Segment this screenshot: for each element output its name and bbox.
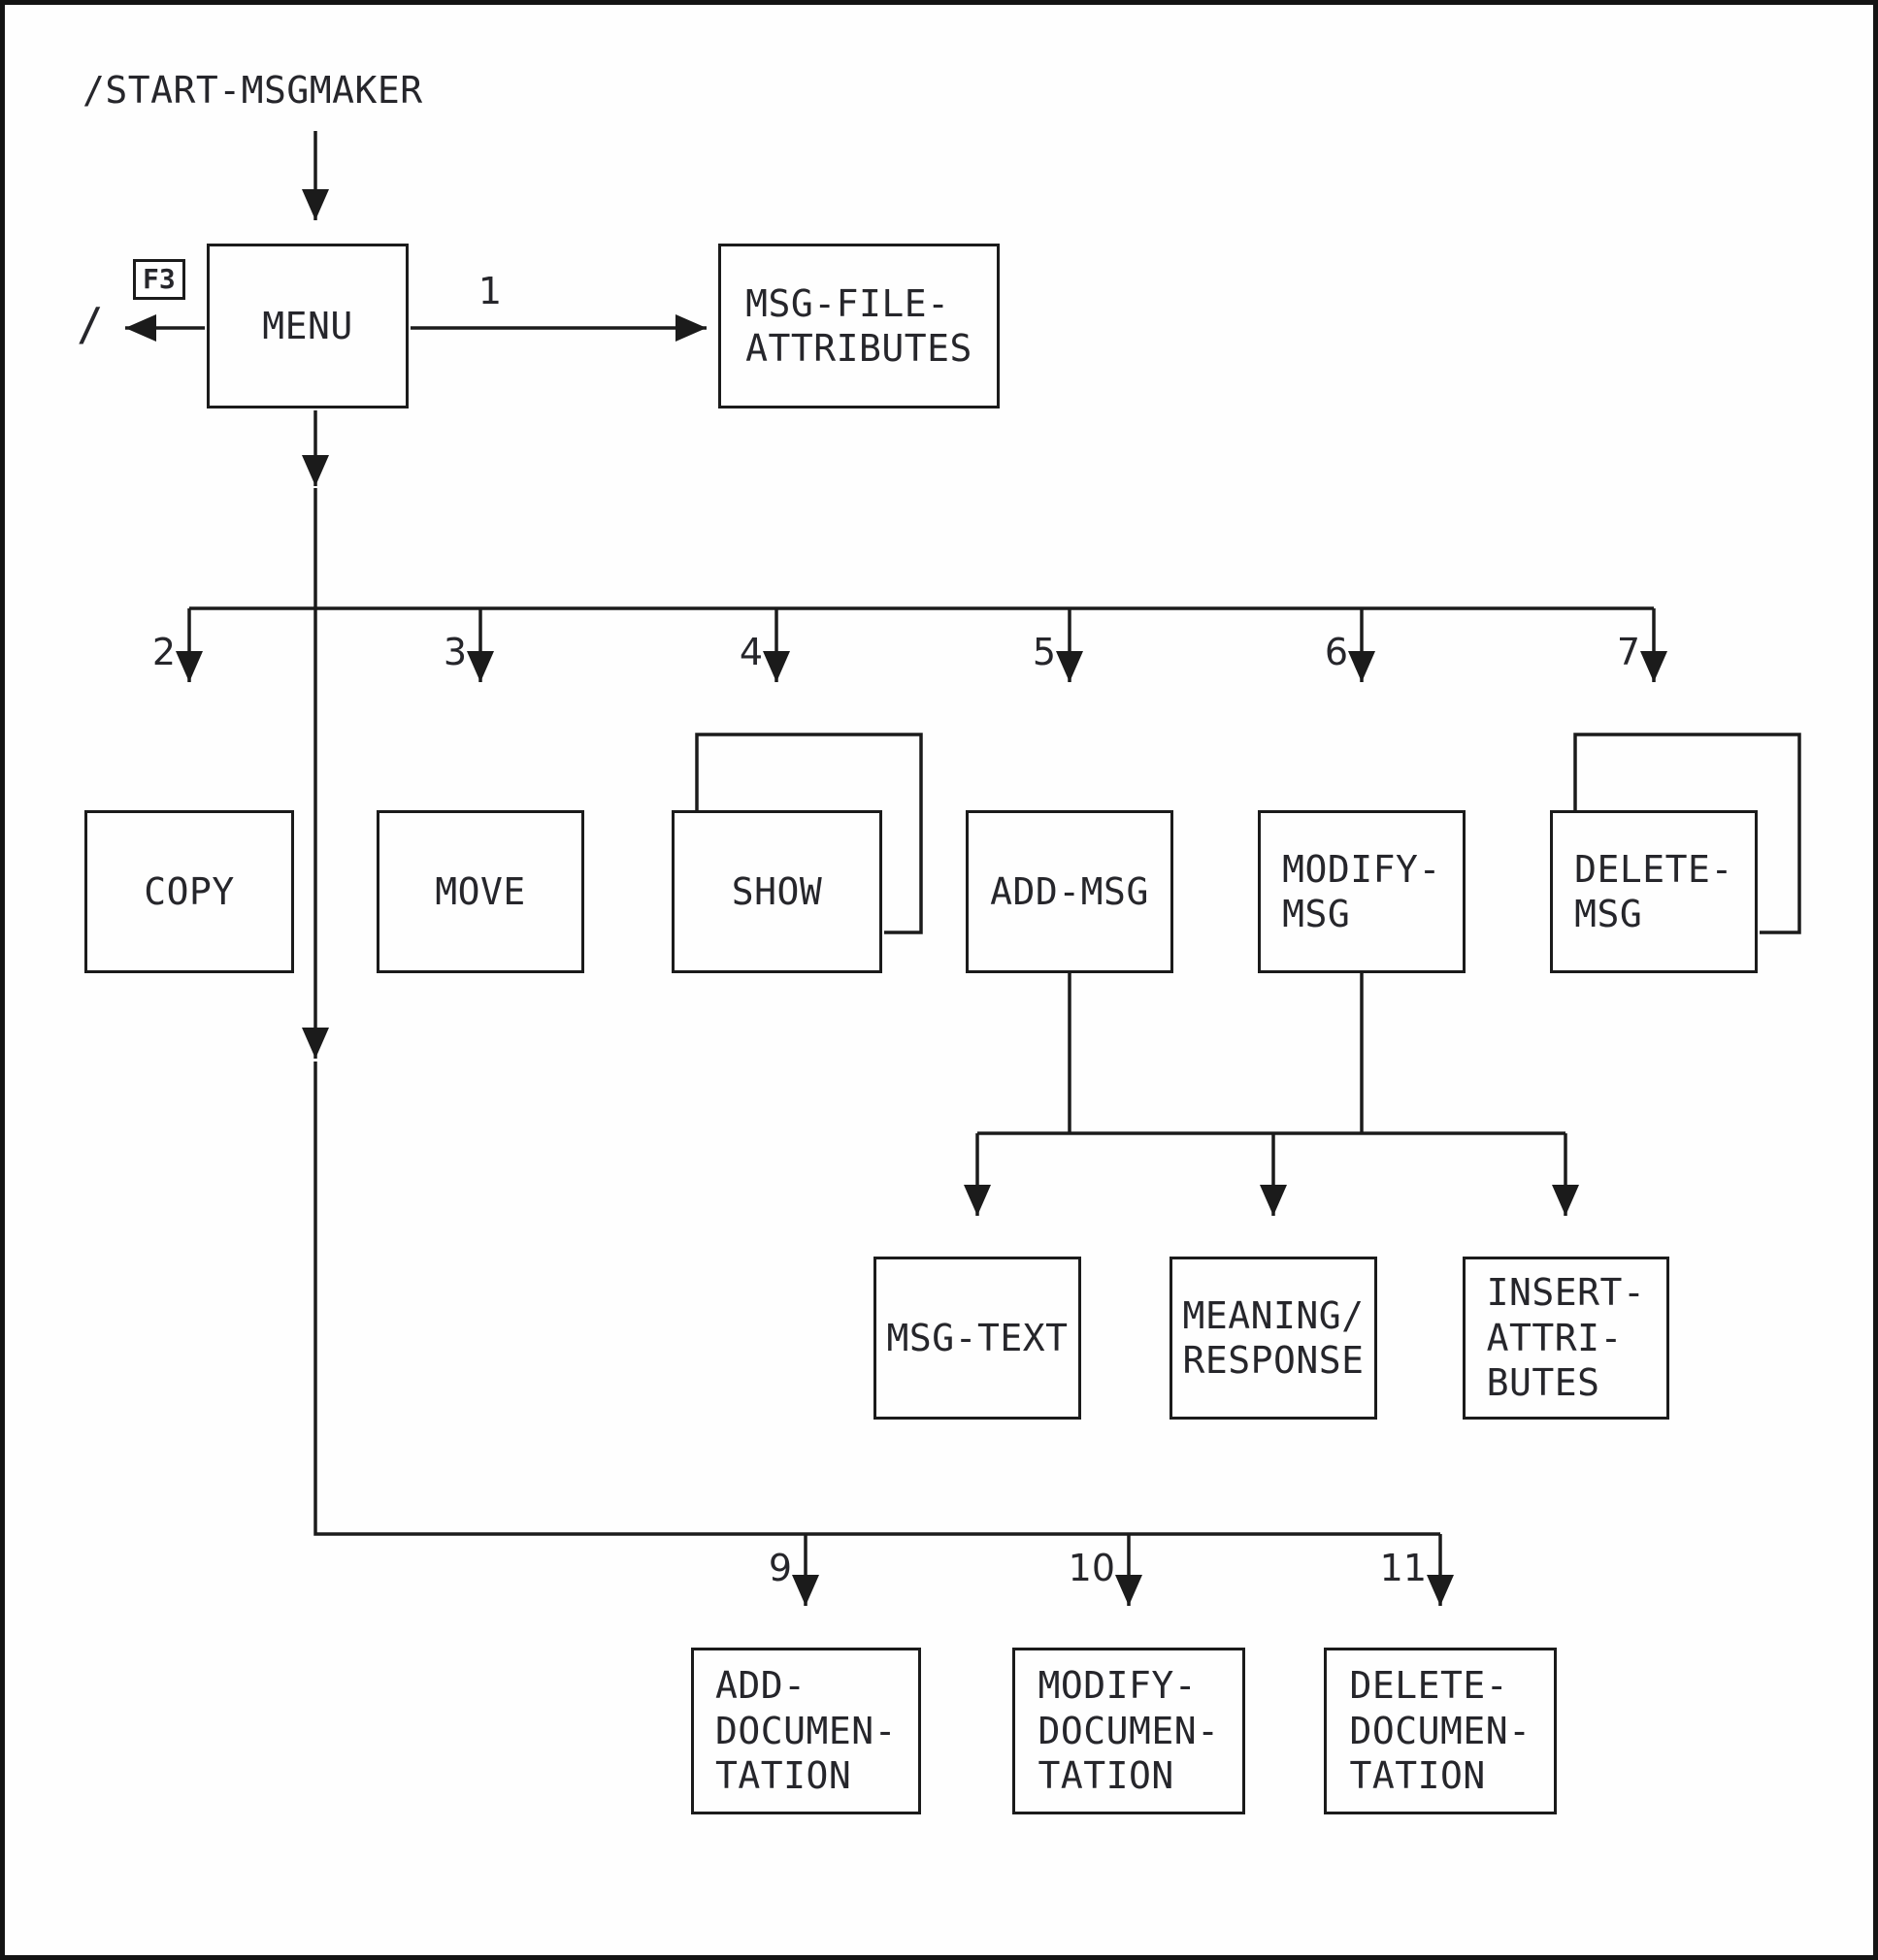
node-copy: COPY bbox=[84, 810, 294, 973]
connector-lines bbox=[125, 131, 1801, 1606]
node-move: MOVE bbox=[377, 810, 584, 973]
node-add-msg: ADD-MSG bbox=[966, 810, 1173, 973]
node-msg-text-label: MSG-TEXT bbox=[886, 1316, 1069, 1359]
node-show-label: SHOW bbox=[731, 869, 823, 913]
delete-msg-loop bbox=[1573, 733, 1801, 934]
branch-number-7: 7 bbox=[1616, 631, 1640, 673]
node-modify-msg: MODIFY- MSG bbox=[1258, 810, 1466, 973]
node-copy-label: COPY bbox=[144, 869, 235, 913]
node-move-label: MOVE bbox=[435, 869, 526, 913]
f3-key-badge: F3 bbox=[133, 259, 185, 300]
branch-number-3: 3 bbox=[443, 631, 467, 673]
branch-number-6: 6 bbox=[1324, 631, 1348, 673]
branch-number-2: 2 bbox=[151, 631, 176, 673]
node-delete-documentation: DELETE- DOCUMEN- TATION bbox=[1324, 1648, 1557, 1814]
node-add-msg-label: ADD-MSG bbox=[990, 869, 1149, 913]
node-msg-file-attributes: MSG-FILE- ATTRIBUTES bbox=[718, 244, 1000, 408]
node-delete-documentation-label: DELETE- DOCUMEN- TATION bbox=[1349, 1664, 1532, 1798]
node-meaning-response-label: MEANING/ RESPONSE bbox=[1182, 1293, 1365, 1382]
connectors-group bbox=[125, 131, 1801, 1606]
branch-number-4: 4 bbox=[739, 631, 763, 673]
node-insert-attributes: INSERT- ATTRI- BUTES bbox=[1463, 1257, 1669, 1420]
node-menu-label: MENU bbox=[262, 304, 353, 347]
node-add-documentation: ADD- DOCUMEN- TATION bbox=[691, 1648, 921, 1814]
node-meaning-response: MEANING/ RESPONSE bbox=[1170, 1257, 1377, 1420]
node-delete-msg: DELETE- MSG bbox=[1550, 810, 1758, 973]
node-insert-attributes-label: INSERT- ATTRI- BUTES bbox=[1486, 1271, 1646, 1405]
branch-number-5: 5 bbox=[1032, 631, 1056, 673]
node-modify-documentation-label: MODIFY- DOCUMEN- TATION bbox=[1038, 1664, 1220, 1798]
node-delete-msg-label: DELETE- MSG bbox=[1574, 847, 1733, 935]
branch-number-9: 9 bbox=[768, 1547, 792, 1589]
node-menu: MENU bbox=[207, 244, 409, 408]
branch-number-11: 11 bbox=[1379, 1547, 1427, 1589]
branch-number-10: 10 bbox=[1068, 1547, 1115, 1589]
show-loop bbox=[695, 733, 923, 934]
node-msg-file-attributes-label: MSG-FILE- ATTRIBUTES bbox=[745, 281, 972, 370]
branch-number-1: 1 bbox=[478, 270, 503, 312]
start-command-label: /START-MSGMAKER bbox=[82, 69, 423, 112]
node-modify-msg-label: MODIFY- MSG bbox=[1282, 847, 1441, 935]
node-modify-documentation: MODIFY- DOCUMEN- TATION bbox=[1012, 1648, 1245, 1814]
node-show: SHOW bbox=[672, 810, 882, 973]
node-msg-text: MSG-TEXT bbox=[873, 1257, 1081, 1420]
line-long-vertical-to-bottom-branch bbox=[313, 1062, 1440, 1536]
node-add-documentation-label: ADD- DOCUMEN- TATION bbox=[714, 1664, 898, 1798]
exit-slash-label: / bbox=[77, 298, 105, 350]
